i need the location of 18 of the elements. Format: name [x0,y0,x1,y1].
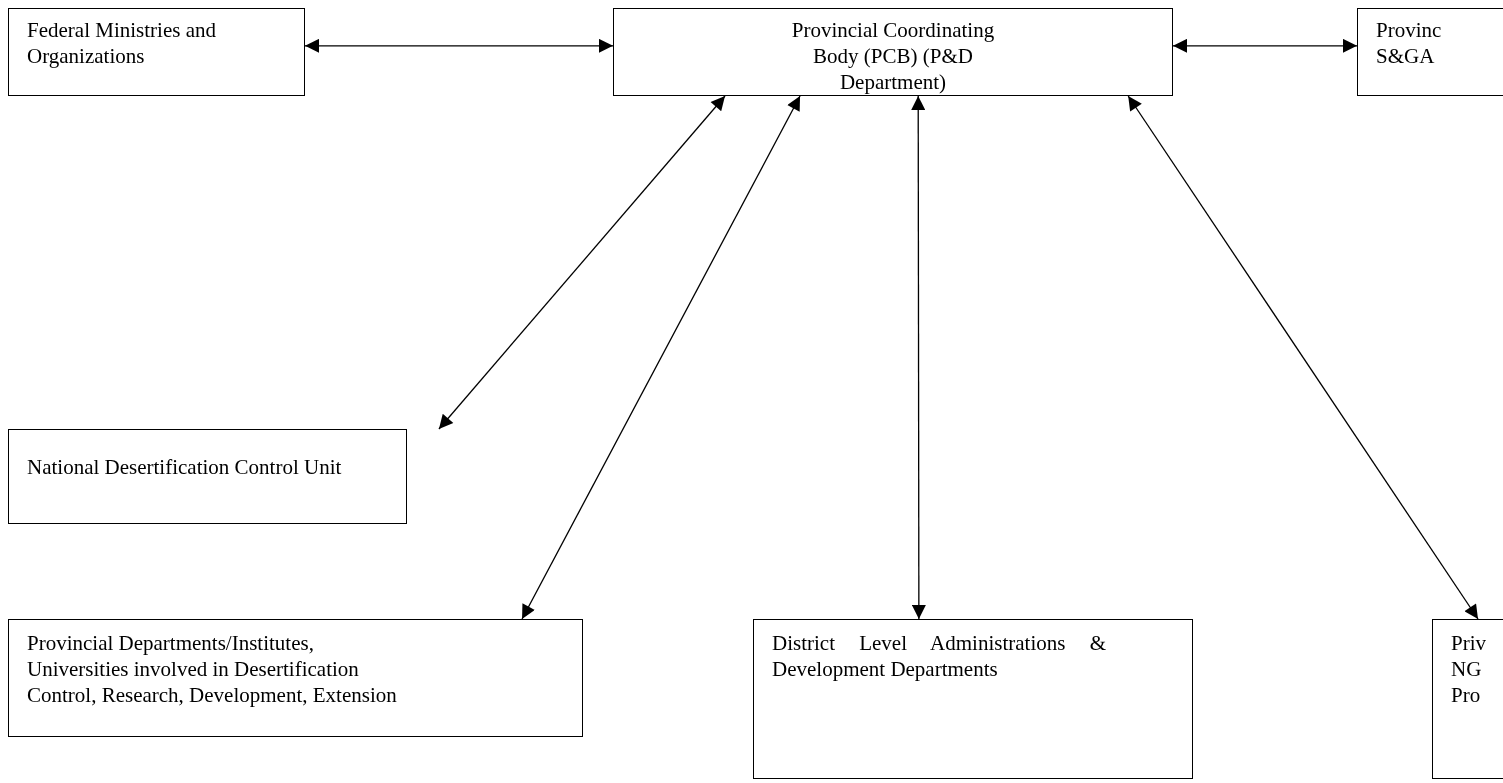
double-arrow [438,95,726,430]
org-box [8,8,305,96]
box-label: District Level Administrations & Development Departments [771,630,1107,682]
box-label: Provinc S&GA [1375,17,1443,69]
box-label: Provincial Coordinating Body (PCB) (P&D Department) [790,17,996,95]
double-arrow [1172,38,1358,53]
org-box [8,619,583,737]
double-arrow [304,38,614,53]
org-box [753,619,1193,779]
org-box [613,8,1173,96]
box-label: Provincial Departments/Institutes, Universities involved in Desertification Control, Research, Development, Extension [26,630,398,708]
box-label: Federal Ministries and Organizations [26,17,217,69]
double-arrow [911,95,926,620]
box-label: National Desertification Control Unit [26,454,343,480]
org-box [8,429,407,524]
double-arrow [521,95,801,620]
box-label: Priv NG Pro [1450,630,1487,708]
double-arrow [1127,95,1479,620]
